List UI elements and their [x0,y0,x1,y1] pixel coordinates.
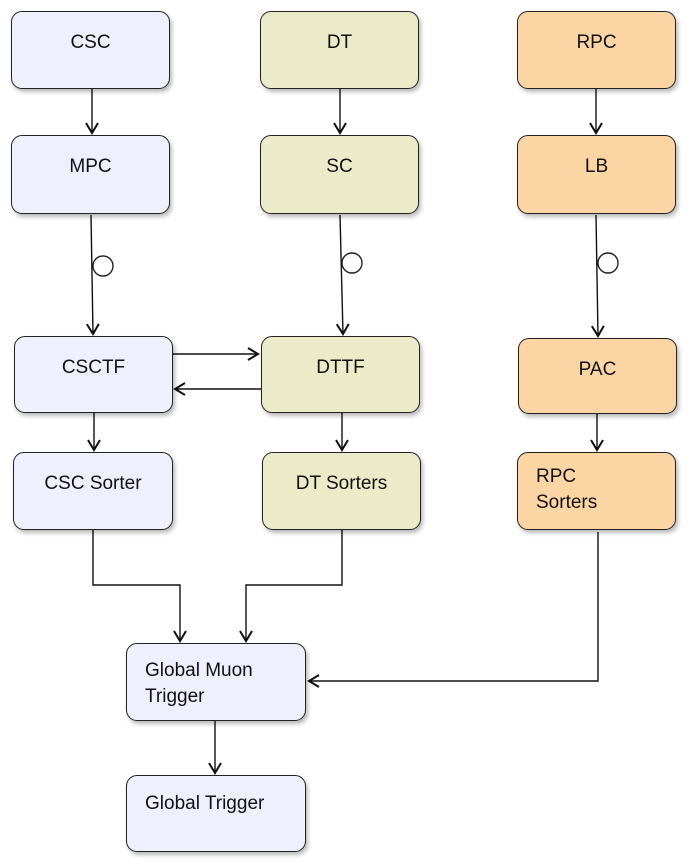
node-mpc: MPC [11,135,170,214]
node-rpc-sorters: RPC Sorters [517,452,676,530]
node-rpc: RPC [517,11,676,89]
node-global-trigger: Global Trigger [126,775,306,852]
connector-circle-rpc [597,252,619,274]
node-lb: LB [517,135,676,214]
node-dt-sorters: DT Sorters [262,452,421,530]
node-global-muon-trigger: Global Muon Trigger [126,643,306,721]
edge-lb-pac [590,214,605,338]
node-dt: DT [260,11,419,89]
edge-rpcsorters-gmt [307,532,599,688]
node-csc-sorter: CSC Sorter [13,452,173,530]
edge-mpc-csctf [85,214,100,336]
edge-cscsorter-gmt [92,530,187,643]
node-pac: PAC [518,338,677,414]
connector-circle-csc [92,255,114,277]
edge-dtsorters-gmt [239,530,343,643]
node-csc: CSC [11,11,170,89]
node-csctf: CSCTF [14,336,173,413]
node-sc: SC [260,135,419,214]
edge-sc-dttf [335,214,350,336]
node-dttf: DTTF [261,336,420,413]
connector-circle-dt [341,252,363,274]
